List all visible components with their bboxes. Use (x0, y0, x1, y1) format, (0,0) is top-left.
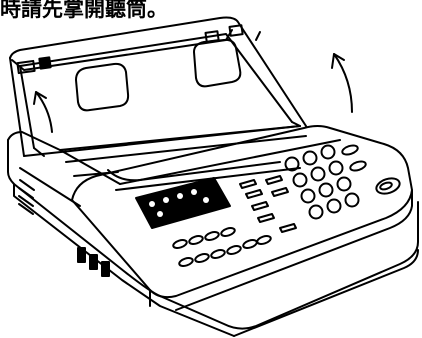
left-curved-arrow-icon (35, 91, 53, 133)
fax-machine-body (7, 125, 419, 337)
open-lid (9, 16, 307, 157)
stray-mark: ` (352, 0, 363, 19)
right-curved-arrow-icon (333, 53, 353, 113)
control-panel (71, 125, 413, 311)
lift-lid-arrows (33, 53, 353, 133)
instruction-caption: 時請先掌開聽筒。 (0, 0, 168, 21)
